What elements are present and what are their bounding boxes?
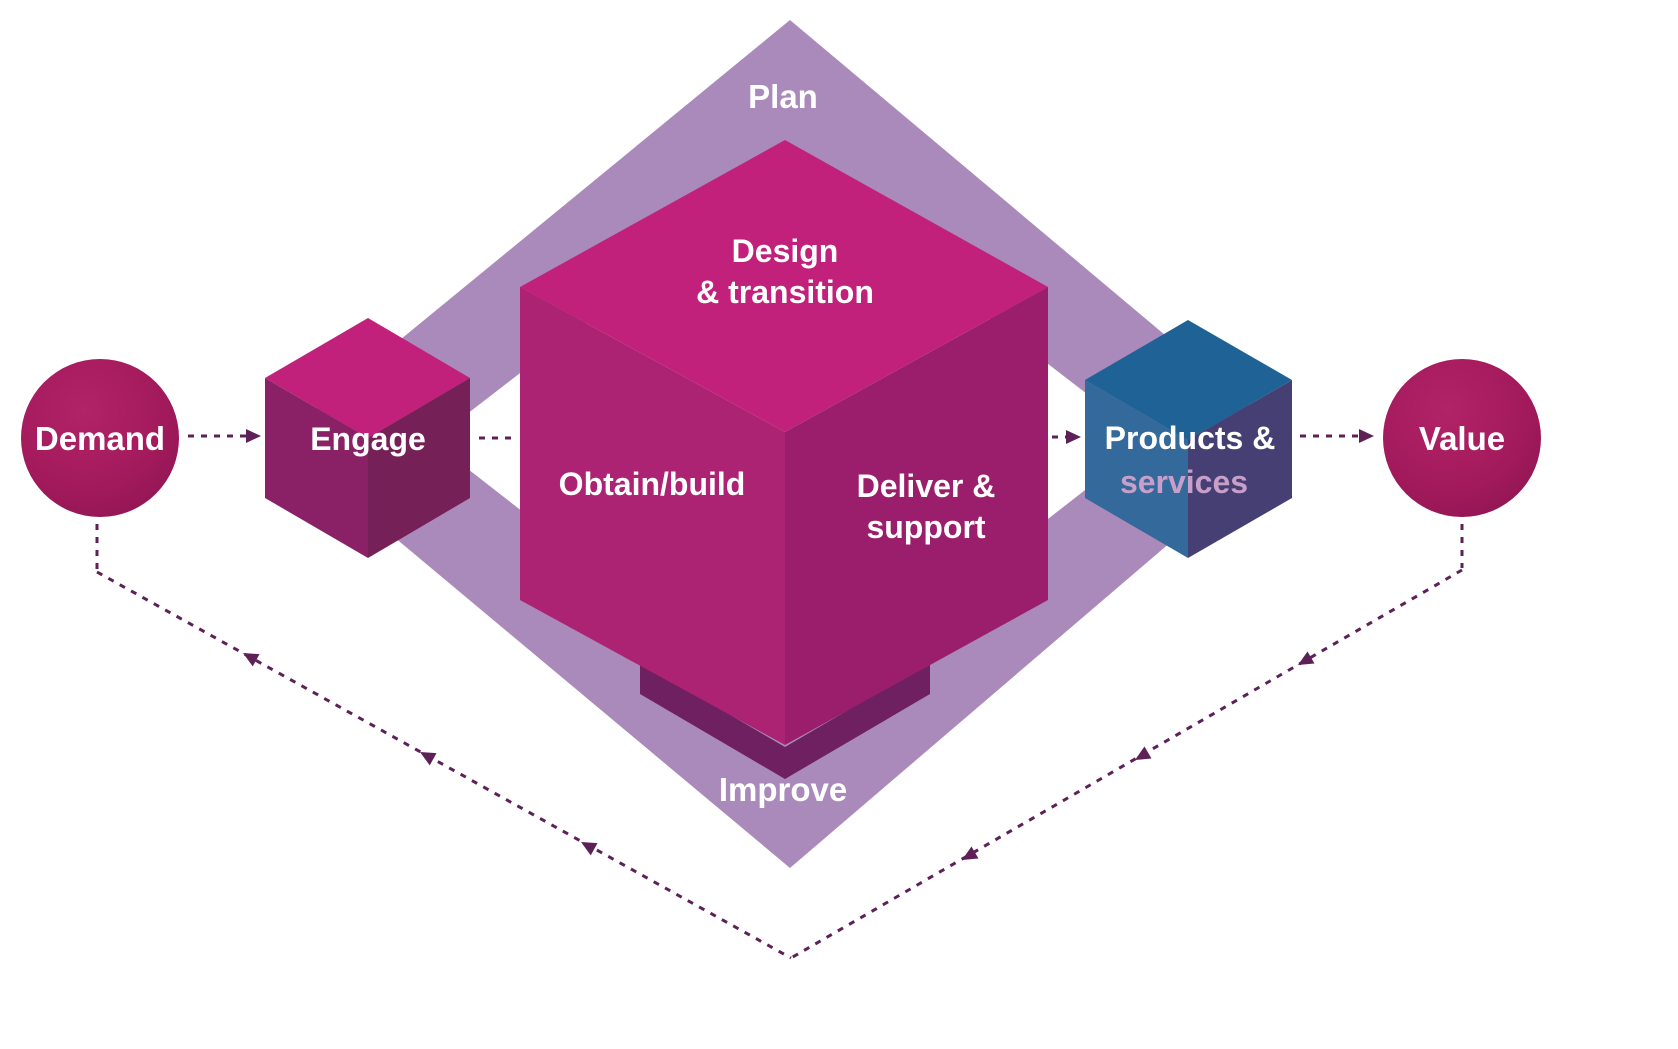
- arrow-head: [962, 846, 979, 860]
- products-cube-right-face: [1188, 380, 1292, 558]
- plan-label: Plan: [748, 78, 818, 115]
- arrow-head: [420, 752, 437, 766]
- arrow-core-to-products: [1052, 430, 1081, 444]
- deliver-support-label-line1: Deliver &: [857, 468, 996, 504]
- improve-label: Improve: [719, 771, 847, 808]
- arrow-head: [1298, 651, 1315, 665]
- arrow-line: [96, 570, 792, 960]
- arrow-head: [1135, 746, 1152, 760]
- engage-cube: [265, 318, 470, 558]
- arrow-head: [246, 429, 261, 443]
- plan-improve-ring: [278, 20, 1290, 868]
- arrow-head: [581, 842, 598, 856]
- engage-cube-right-face: [368, 378, 470, 558]
- engage-label: Engage: [310, 421, 426, 457]
- products-services-cube: [1085, 320, 1292, 558]
- core-cube-top-face: [520, 140, 1048, 432]
- arrow-products-to-value: [1300, 429, 1374, 443]
- feedback-loop-left: [95, 524, 792, 960]
- arrow-head: [1066, 430, 1081, 444]
- products-services-label-line1: Products &: [1105, 420, 1276, 456]
- arrow-demand-to-engage: [188, 429, 261, 443]
- design-transition-label-line2: & transition: [696, 274, 874, 310]
- value-label: Value: [1419, 420, 1505, 457]
- products-services-label-line2: services: [1120, 464, 1248, 500]
- engage-cube-top-face: [265, 318, 470, 438]
- engage-cube-left-face: [265, 378, 368, 558]
- feedback-loop-right: [790, 524, 1464, 960]
- core-activities-cube: [520, 140, 1048, 745]
- products-cube-top-face: [1085, 320, 1292, 440]
- obtain-build-label: Obtain/build: [559, 466, 746, 502]
- arrow-head: [1359, 429, 1374, 443]
- design-transition-label-line1: Design: [732, 233, 839, 269]
- demand-label: Demand: [35, 420, 165, 457]
- deliver-support-label-line2: support: [866, 509, 985, 545]
- core-cube-left-face: [520, 287, 785, 745]
- core-cube-right-face: [785, 287, 1048, 745]
- ring-depth-shadow: [640, 662, 930, 779]
- value-circle: [1383, 359, 1541, 517]
- demand-circle: [21, 359, 179, 517]
- arrow-head: [243, 653, 260, 667]
- products-cube-left-face: [1085, 380, 1188, 558]
